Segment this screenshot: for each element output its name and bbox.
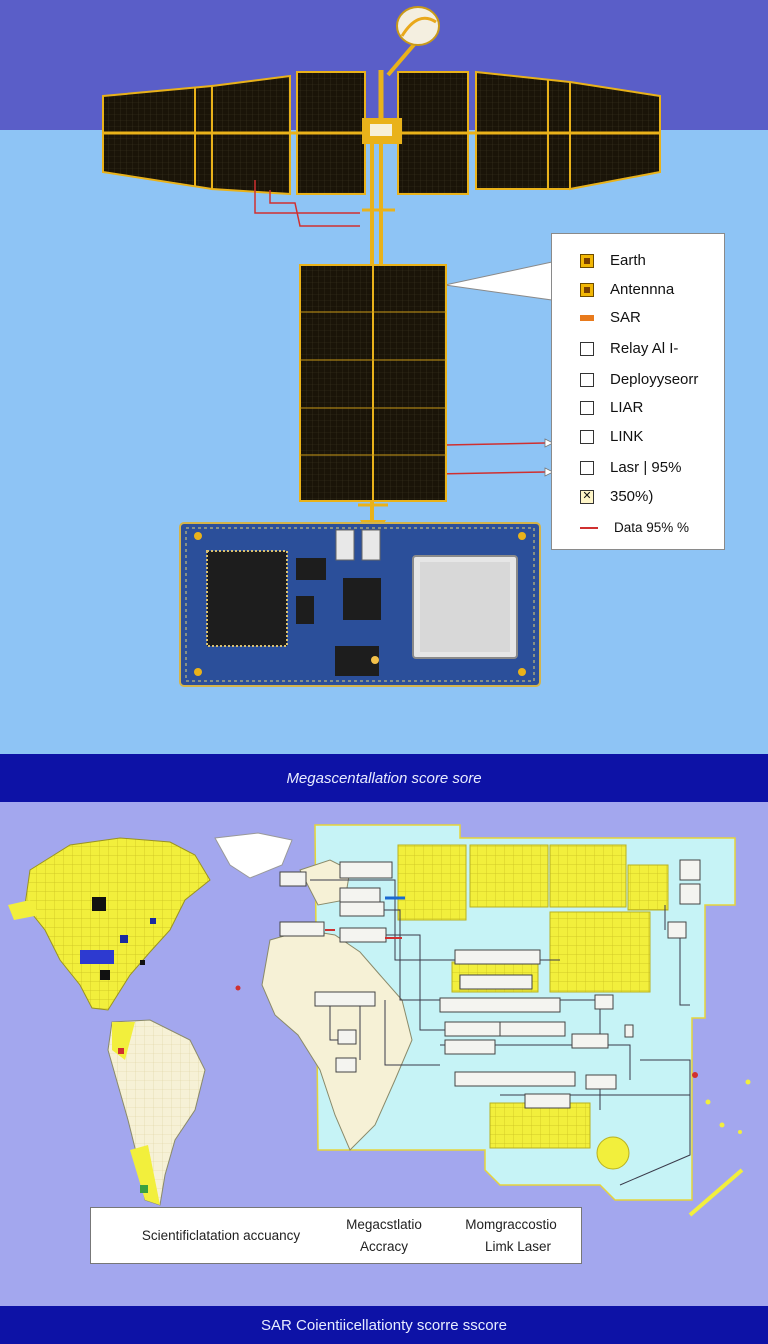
constellation-label: Momgraccostio xyxy=(465,1217,557,1232)
legend-item: Antennna xyxy=(580,281,674,298)
legend-item: Data 95% % xyxy=(580,520,689,535)
connector-arrows xyxy=(325,896,405,939)
south-america-landmass xyxy=(107,1019,206,1206)
legend-label: Data 95% % xyxy=(614,520,690,535)
legend-marker-icon xyxy=(580,253,594,268)
legend-label: Relay Al I- xyxy=(610,340,679,357)
greenland-landmass xyxy=(214,832,293,879)
legend-marker-icon xyxy=(580,400,594,415)
accuracy-sub-label: Accracy xyxy=(359,1239,408,1254)
legend-label: 350%) xyxy=(610,488,654,505)
legend-item: LINK xyxy=(580,428,643,445)
antenna-dish xyxy=(386,6,440,77)
network-nodes xyxy=(279,859,701,1109)
legend-label: SAR xyxy=(610,309,641,326)
map-label-panel: Scientificlatation accuancy Megacstlatio… xyxy=(90,1207,582,1264)
signal-wires xyxy=(254,180,554,477)
solar-array-right xyxy=(475,70,661,191)
circuit-board xyxy=(179,522,541,687)
legend-item: SAR xyxy=(580,309,641,326)
network-map xyxy=(8,824,751,1217)
legend-label: Antennna xyxy=(610,281,675,298)
legend-item: Earth xyxy=(580,252,646,269)
legend-label: LIAR xyxy=(610,399,644,416)
legend-marker-icon xyxy=(580,314,594,321)
legend-item: ✕ 350%) xyxy=(580,488,653,505)
legend-item: Deployyseorr xyxy=(580,371,698,388)
north-america-landmass xyxy=(8,837,211,1011)
ocean-markers xyxy=(235,985,751,1217)
legend-marker-icon xyxy=(580,429,594,444)
legend-label: Earth xyxy=(610,252,646,269)
cross-icon: ✕ xyxy=(580,489,594,504)
solar-array-lower xyxy=(299,264,447,502)
link-laser-label: Limk Laser xyxy=(484,1239,552,1254)
legend-marker-icon xyxy=(580,460,594,475)
satellite-diagram xyxy=(102,6,661,687)
footer-banner: SAR Coientiicellationty scorre sscore xyxy=(0,1306,768,1344)
legend-panel: Earth Antennna SAR Relay Al I- Deployyse… xyxy=(551,233,725,550)
legend-item: Lasr | 95% xyxy=(580,459,681,476)
megaconstellation-label: Megacstlatio xyxy=(346,1217,422,1232)
legend-item: LIAR xyxy=(580,399,643,416)
legend-line-icon xyxy=(580,526,598,529)
legend-item: Relay Al I- xyxy=(580,340,678,357)
legend-marker-icon xyxy=(580,282,594,297)
section-banner: Megascentallation score sore xyxy=(0,754,768,802)
legend-label: Lasr | 95% xyxy=(610,459,682,476)
legend-label: Deployyseorr xyxy=(610,371,699,388)
legend-label: LINK xyxy=(610,428,644,445)
accuracy-label: Scientificlatation accuancy xyxy=(141,1228,301,1243)
legend-marker-icon xyxy=(580,341,594,356)
legend-marker-icon xyxy=(580,372,594,387)
